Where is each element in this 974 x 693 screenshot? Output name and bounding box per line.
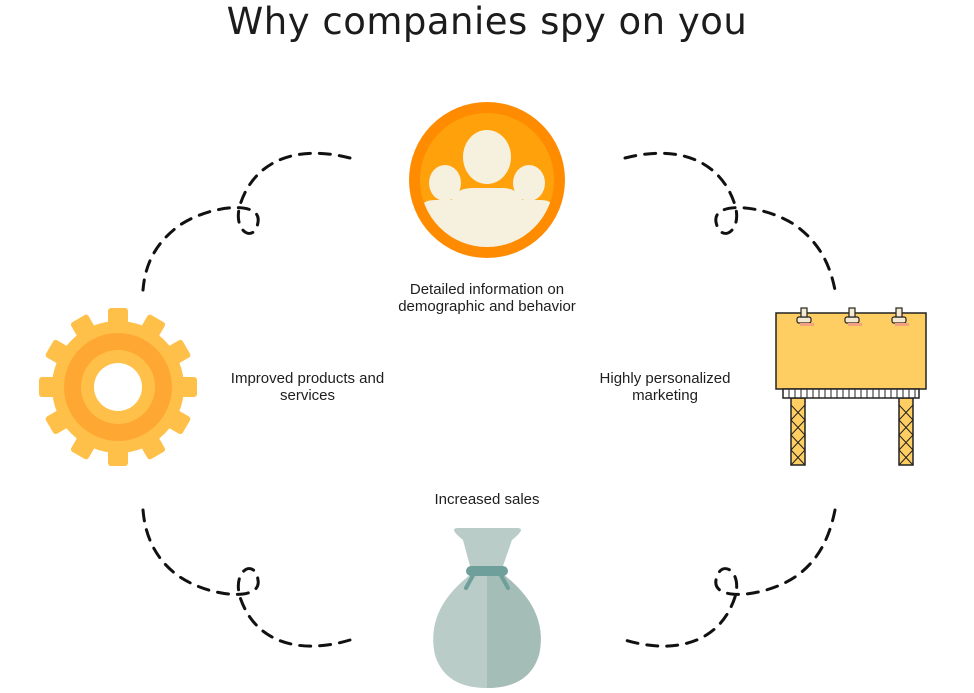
label-line: Improved products and [230,370,385,387]
page-title: Why companies spy on you [226,0,748,43]
label-improved-products: Improved products and services [210,370,405,404]
label-line: Increased sales [434,491,540,508]
label-increased-sales: Increased sales [400,491,574,508]
cycle-arrow-bottom-left [141,508,352,648]
gear-icon [39,308,197,466]
cycle-arrow-top-right [623,151,837,292]
label-line: services [279,387,335,404]
users-group-icon [409,102,565,258]
billboard-icon [775,307,927,466]
label-line: demographic and behavior [398,298,576,315]
label-line: Highly personalized [599,370,731,387]
label-personalized-marketing: Highly personalized marketing [570,370,760,404]
label-line: marketing [632,387,698,404]
label-detailed-information: Detailed information on demographic and … [362,281,612,315]
cycle-arrow-bottom-right [623,508,837,648]
money-bag-icon [433,528,541,688]
label-line: Detailed information on [409,281,565,298]
cycle-arrow-top-left [141,151,352,292]
